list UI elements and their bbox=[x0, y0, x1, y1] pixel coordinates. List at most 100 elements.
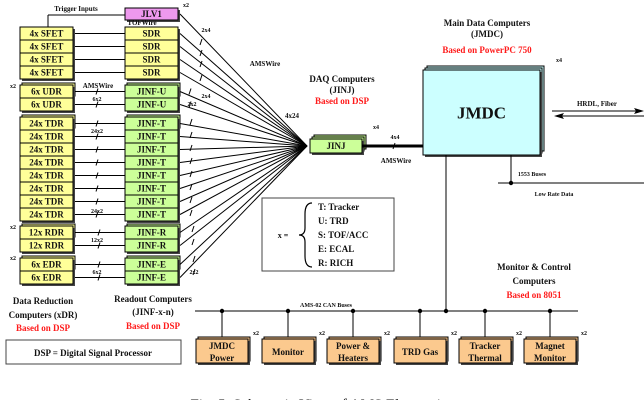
bus-width-tick bbox=[189, 144, 193, 152]
arrow-right-icon bbox=[634, 108, 644, 114]
jinj-mult: x4 bbox=[373, 125, 379, 131]
jinf-t-box-label: JINF-T bbox=[137, 171, 166, 181]
sdr-box-label: SDR bbox=[142, 29, 161, 39]
jinj-link-mult: 4x4 bbox=[391, 135, 400, 141]
bus-width-tick bbox=[189, 118, 193, 126]
legend-item: U: TRD bbox=[318, 216, 349, 226]
bus-junction-dot bbox=[285, 308, 291, 314]
sdr-box-label: SDR bbox=[142, 42, 161, 52]
jmdc-title: Main Data Computers bbox=[444, 18, 531, 28]
bus-width-tick bbox=[95, 88, 99, 95]
jinf-e-out-mult: 2x2 bbox=[190, 270, 199, 276]
legend-item: S: TOF/ACC bbox=[318, 230, 368, 240]
arrow-left-icon bbox=[554, 113, 564, 119]
amswire-link bbox=[179, 13, 308, 147]
mc-box-mult: x2 bbox=[319, 331, 325, 337]
bus-width-tick bbox=[95, 211, 99, 218]
bus-junction-dot bbox=[482, 308, 488, 314]
mc-box-label: Tracker bbox=[470, 341, 501, 351]
bus-width-tick bbox=[97, 261, 101, 268]
sfet-box-label: 4x SFET bbox=[30, 29, 64, 39]
rdr-mult: x2 bbox=[10, 225, 16, 231]
sdr-box-label: SDR bbox=[142, 68, 161, 78]
bus-width-tick bbox=[192, 268, 196, 276]
tdr-box-label: 24x TDR bbox=[29, 210, 64, 220]
bus-1553-label: 1553 Buses bbox=[518, 172, 547, 178]
tofwire-label: TOFWire bbox=[127, 19, 156, 27]
jmdc-box bbox=[422, 69, 541, 156]
can-bus-label: AMS-02 CAN Buses bbox=[300, 303, 353, 309]
tdr-link-mult-2: 24x2 bbox=[91, 209, 103, 215]
bus-width-tick bbox=[95, 146, 99, 153]
bus-width-tick bbox=[95, 198, 99, 205]
jinf-e-box bbox=[124, 270, 179, 285]
bus-width-tick bbox=[392, 142, 396, 150]
jinf-t-box-label: JINF-T bbox=[137, 197, 166, 207]
sdr-mult-bottom: 2x4 bbox=[202, 94, 211, 100]
jinj-box-label: JINJ bbox=[326, 141, 346, 151]
dr-subtitle: Computers (xDR) bbox=[9, 310, 78, 320]
amswire-link bbox=[179, 136, 308, 147]
fan-in-mult: 4x24 bbox=[285, 112, 300, 120]
mc-box bbox=[523, 338, 577, 364]
bus-width-tick bbox=[188, 88, 192, 95]
amswire-link bbox=[179, 145, 308, 246]
legend-x-label: x = bbox=[278, 231, 289, 240]
tdr-box-label: 24x TDR bbox=[29, 184, 64, 194]
bus-width-tick bbox=[95, 159, 99, 166]
dsp-note-box bbox=[5, 339, 182, 365]
mc-box-label: Monitor bbox=[272, 347, 304, 357]
bus-width-tick bbox=[97, 229, 101, 236]
udr-link-mult: 6x2 bbox=[93, 97, 102, 103]
tdr-box-label: 24x TDR bbox=[29, 119, 64, 129]
bus-width-tick bbox=[95, 133, 99, 140]
bus-width-tick bbox=[189, 131, 193, 139]
mc-box-mult: x2 bbox=[516, 331, 522, 337]
bus-junction-dot bbox=[547, 308, 553, 314]
figure-caption: Fig. 5. Schematic View of AMS Electronic… bbox=[191, 397, 454, 400]
trigger-inputs-label: Trigger Inputs bbox=[54, 5, 98, 13]
mc-box-label: Power & bbox=[336, 341, 371, 351]
mc-title: Monitor & Control bbox=[497, 262, 571, 272]
udr-box bbox=[19, 97, 74, 112]
amswire-link bbox=[179, 104, 308, 147]
bus-width-tick bbox=[97, 274, 101, 281]
tdr-box-label: 24x TDR bbox=[29, 145, 64, 155]
bus-width-tick bbox=[191, 238, 195, 246]
legend-item: R: RICH bbox=[318, 258, 353, 268]
amswire-link bbox=[179, 33, 308, 147]
bus-junction-dot bbox=[443, 308, 449, 314]
tdr-link-mult: 24x2 bbox=[91, 129, 103, 135]
amswire-link bbox=[179, 59, 308, 147]
bus-width-tick bbox=[189, 196, 193, 204]
amswire-link bbox=[179, 123, 308, 147]
mc-box-label: Monitor bbox=[534, 353, 566, 363]
jmdc-based-on: Based on PowerPC 750 bbox=[442, 45, 532, 55]
jinf-u-box-label: JINF-U bbox=[137, 87, 167, 97]
daq-subtitle: (JINJ) bbox=[330, 85, 355, 95]
jinf-t-box-label: JINF-T bbox=[137, 132, 166, 142]
jinf-t-box-label: JINF-T bbox=[137, 119, 166, 129]
sdr-mult-top: 2x4 bbox=[202, 28, 211, 34]
hrdl-label: HRDL, Fiber bbox=[577, 100, 617, 108]
mc-box-label: TRD Gas bbox=[402, 347, 439, 357]
amswire-label-top: AMSWire bbox=[250, 60, 280, 68]
jinf-e-box-label: JINF-E bbox=[137, 260, 166, 270]
rdr-box-label: 12x RDR bbox=[29, 228, 65, 238]
readout-subtitle: (JINF-x-n) bbox=[132, 307, 174, 317]
mc-box-label: Magnet bbox=[535, 341, 565, 351]
jinf-r-box bbox=[124, 238, 179, 253]
mc-based-on: Based on 8051 bbox=[506, 290, 562, 300]
mc-box bbox=[195, 338, 249, 364]
jinf-r-box-label: JINF-R bbox=[137, 228, 167, 238]
rdr-link-mult: 12x2 bbox=[91, 238, 103, 244]
udr-mult: x2 bbox=[10, 84, 16, 90]
amswire-link bbox=[179, 72, 308, 147]
amswire-label-bottom: AMSWire bbox=[381, 157, 411, 165]
daq-title: DAQ Computers bbox=[309, 74, 375, 84]
sfet-box-label: 4x SFET bbox=[30, 68, 64, 78]
jlv1-box-label: JLV1 bbox=[141, 9, 162, 19]
sfet-box bbox=[19, 65, 74, 80]
jinf-t-box-label: JINF-T bbox=[137, 145, 166, 155]
bus-width-tick bbox=[199, 74, 203, 82]
